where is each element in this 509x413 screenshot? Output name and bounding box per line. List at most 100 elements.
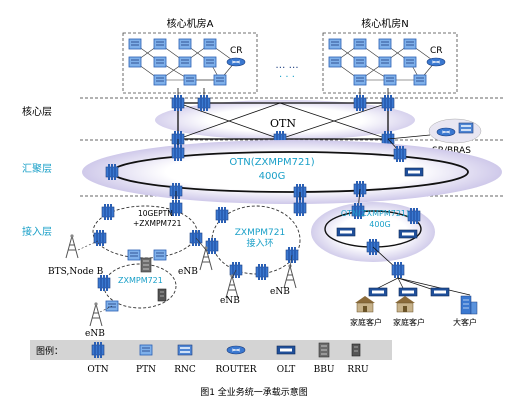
right-access-ring-rate: 400G	[369, 220, 390, 229]
aggregation-ring-label: OTN(ZXMPM721)	[229, 157, 314, 168]
big-customer-label: 大客户	[453, 317, 477, 327]
cr-label-n: CR	[430, 46, 443, 56]
ptn-icon	[328, 38, 342, 50]
router-icon	[426, 57, 446, 67]
aggregation-ring-rate: 400G	[259, 171, 286, 182]
legend-item-router: ROUTER	[215, 365, 256, 375]
legend-item-olt: OLT	[277, 365, 296, 375]
layer-label-access: 接入层	[22, 225, 52, 238]
aggregation-otn-ring: OTN(ZXMPM721) 400G	[82, 138, 502, 204]
ptn-icon	[127, 249, 141, 261]
ptn-icon	[128, 38, 142, 50]
ptn-icon	[353, 56, 367, 68]
ptn-icon	[213, 74, 227, 86]
enb-label-right: eNB	[270, 287, 290, 297]
olt-icon	[398, 287, 418, 297]
rnc-icon	[458, 122, 474, 134]
olt-icon	[368, 287, 388, 297]
enb-label-mid: eNB	[220, 296, 240, 306]
ptn-icon	[353, 74, 367, 86]
ptn-icon	[183, 74, 197, 86]
core-otn-ring: OTN	[155, 88, 415, 148]
legend-item-ptn: PTN	[136, 365, 156, 375]
ptn-icon	[378, 56, 392, 68]
sr-bras-label: SR/BRAS	[432, 146, 471, 156]
ptn-icon	[378, 38, 392, 50]
legend-item-rru: RRU	[347, 365, 369, 375]
core-room-a-label: 核心机房A	[167, 17, 214, 30]
router-icon	[226, 57, 246, 67]
enb-label-bottom-left: eNB	[85, 329, 105, 339]
core-room-a: 核心机房A CR	[122, 17, 258, 94]
cr-label-a: CR	[230, 46, 243, 56]
legend-title: 图例：	[36, 345, 63, 357]
ptn-icon	[203, 56, 217, 68]
ptn-icon	[128, 56, 142, 68]
sr-bras: SR/BRAS	[387, 118, 482, 156]
access-ring-left-lower: ZXMPM721	[97, 257, 177, 312]
olt-icon	[430, 287, 450, 297]
access-ring-left: 10GEPTN +ZXMPM721	[92, 191, 203, 261]
access-ring-middle: ZXMPM721 接入环	[205, 192, 307, 281]
rru-icon	[157, 288, 167, 302]
rooms-ellipsis: … …	[275, 60, 298, 71]
ptn-icon	[413, 74, 427, 86]
ptn-tag-line2: +ZXMPM721	[133, 219, 182, 228]
otn-icon	[391, 261, 405, 279]
base-stations: BTS,Node B eNB eNB eNB eNB	[48, 233, 297, 339]
olt-icon	[404, 167, 424, 177]
router-icon	[226, 345, 246, 355]
home-customer-label-1: 家庭客户	[350, 317, 382, 327]
tower-icon	[65, 233, 79, 259]
ptn-icon	[153, 74, 167, 86]
ptn-icon	[153, 38, 167, 50]
olt-icon	[336, 227, 356, 237]
core-room-n-label: 核心机房N	[361, 17, 408, 30]
house-icon	[394, 295, 416, 313]
enb-label-left: eNB	[178, 267, 198, 277]
ptn-icon	[178, 38, 192, 50]
ptn-icon	[153, 56, 167, 68]
building-icon	[460, 295, 478, 315]
right-access-ring-label: OTN(ZXMPM721)	[341, 209, 409, 218]
ptn-icon	[203, 38, 217, 50]
ptn-icon	[178, 56, 192, 68]
rooms-ellipsis-2: · · ·	[279, 72, 295, 83]
middle-access-ring-sub: 接入环	[246, 237, 273, 249]
ptn-icon	[383, 74, 397, 86]
ptn-tag-line1: 10GEPTN	[138, 209, 173, 218]
bts-label: BTS,Node B	[48, 267, 104, 277]
core-ring-label: OTN	[270, 117, 296, 130]
router-icon	[436, 127, 456, 137]
legend: 图例： OTN PTN RNC ROUTER OLT BBU RRU	[30, 340, 392, 375]
otn-icon	[93, 229, 107, 247]
olt-icon	[276, 345, 296, 355]
ptn-icon	[353, 38, 367, 50]
layer-label-core: 核心层	[22, 105, 52, 118]
otn-icon	[215, 206, 229, 224]
ptn-icon	[403, 38, 417, 50]
rru-icon	[351, 343, 361, 357]
home-customer-label-2: 家庭客户	[393, 317, 425, 327]
core-room-n: 核心机房N CR	[322, 17, 458, 94]
middle-access-ring-label: ZXMPM721	[235, 228, 285, 238]
olt-icon	[398, 229, 418, 239]
otn-icon	[255, 263, 269, 281]
house-icon	[354, 295, 376, 313]
legend-item-otn: OTN	[87, 365, 108, 375]
ptn-icon	[139, 344, 153, 356]
otn-icon	[97, 274, 111, 292]
layer-label-aggregation: 汇聚层	[22, 162, 52, 175]
left-access-ring-label: ZXMPM721	[118, 276, 163, 285]
rnc-icon	[177, 344, 193, 356]
otn-icon	[205, 237, 219, 255]
tower-icon	[89, 301, 103, 327]
legend-item-bbu: BBU	[314, 365, 335, 375]
otn-icon	[101, 203, 115, 221]
bbu-icon	[318, 342, 330, 358]
legend-item-rnc: RNC	[174, 365, 196, 375]
figure-caption: 图1 全业务统一承载示意图	[200, 386, 308, 398]
ptn-icon	[328, 56, 342, 68]
ptn-icon	[403, 56, 417, 68]
